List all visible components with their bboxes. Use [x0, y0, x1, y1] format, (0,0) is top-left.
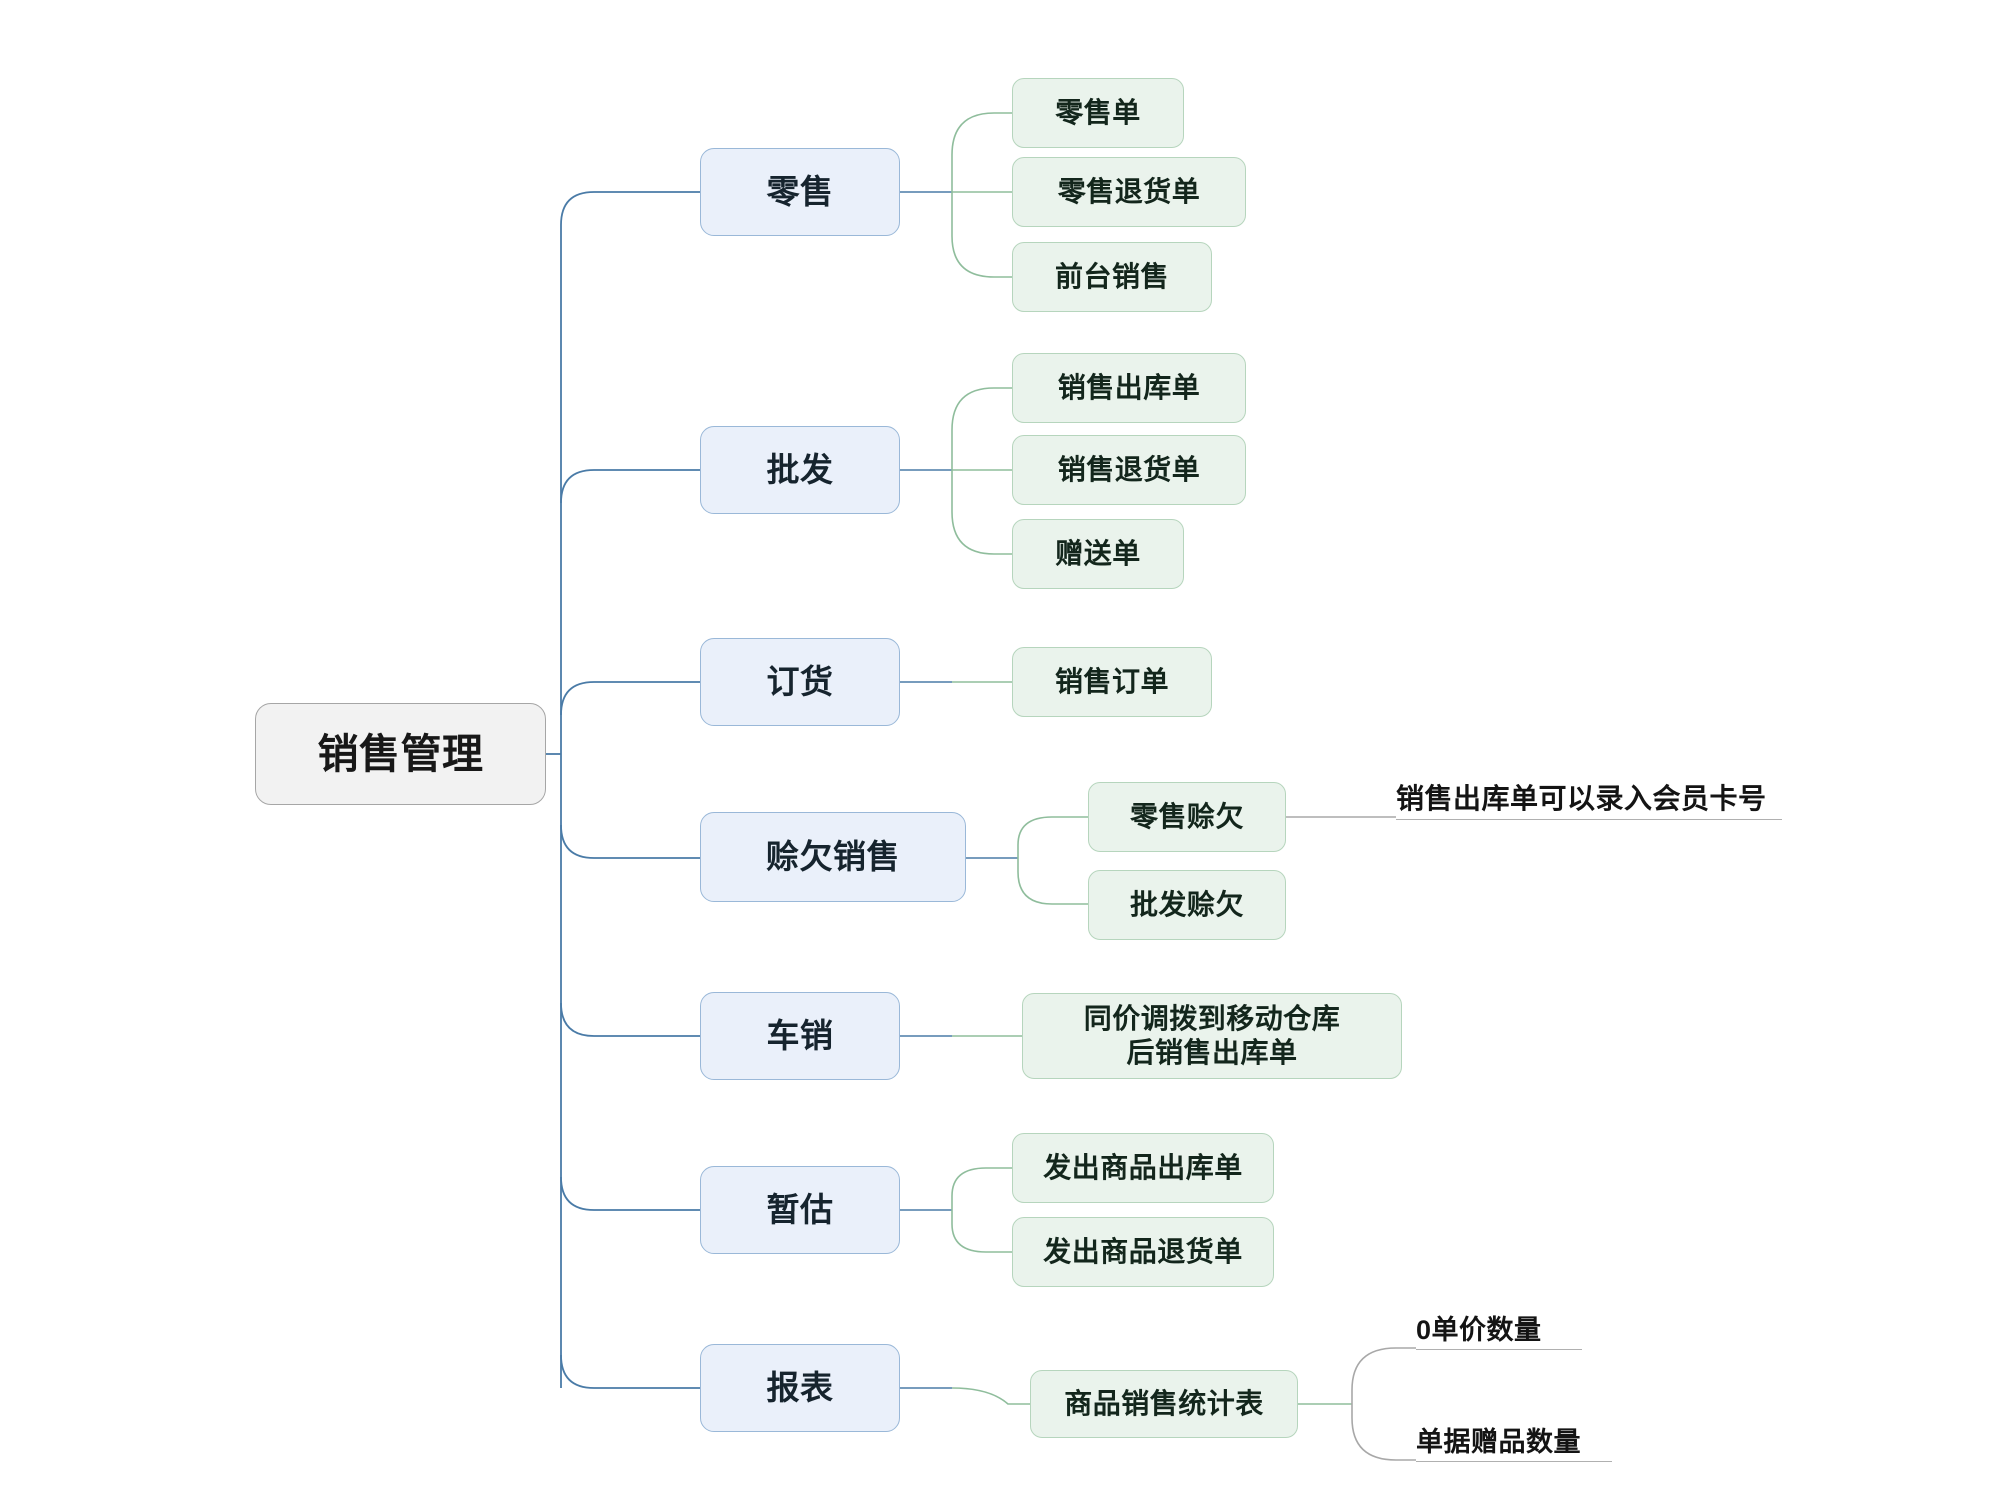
leaf-node-issued-goods-return[interactable]: 发出商品退货单 [1012, 1217, 1274, 1287]
edge-root-to-order [560, 681, 700, 716]
leaf-node-issued-goods-outbound[interactable]: 发出商品出库单 [1012, 1133, 1274, 1203]
edge-report-c1-to-g1 [1351, 1347, 1416, 1404]
edge-root-to-retail [560, 191, 700, 226]
edge-wholesale-to-c3 [951, 470, 1012, 555]
edge-report-c1-to-g2 [1351, 1404, 1416, 1461]
leaf-node-sales-order[interactable]: 销售订单 [1012, 647, 1212, 717]
edge-wholesale-to-c1 [951, 387, 1012, 470]
leaf-node-transfer-then-outbound[interactable]: 同价调拨到移动仓库 后销售出库单 [1022, 993, 1402, 1079]
leaf-node-front-desk-sale[interactable]: 前台销售 [1012, 242, 1212, 312]
edge-accrual-to-c1 [951, 1167, 1012, 1210]
leaf-node-gift-order[interactable]: 赠送单 [1012, 519, 1184, 589]
leaf-node-wholesale-credit[interactable]: 批发赊欠 [1088, 870, 1286, 940]
branch-node-ordering[interactable]: 订货 [700, 638, 900, 726]
leaf-node-sales-outbound[interactable]: 销售出库单 [1012, 353, 1246, 423]
sub-node-zero-price-qty: 0单价数量 [1416, 1310, 1582, 1350]
leaf-node-retail-credit[interactable]: 零售赊欠 [1088, 782, 1286, 852]
annotation-member-card: 销售出库单可以录入会员卡号 [1396, 778, 1782, 820]
branch-node-retail[interactable]: 零售 [700, 148, 900, 236]
edge-credit-to-c1 [1017, 816, 1088, 858]
edge-credit-to-c2 [1017, 858, 1088, 905]
branch-node-credit-sales[interactable]: 赊欠销售 [700, 812, 966, 902]
leaf-node-sales-return[interactable]: 销售退货单 [1012, 435, 1246, 505]
branch-node-van-sales[interactable]: 车销 [700, 992, 900, 1080]
edge-root-to-accrual [560, 1176, 700, 1211]
edge-report-to-c1 [951, 1387, 1030, 1405]
sub-node-doc-gift-qty: 单据赠品数量 [1416, 1422, 1612, 1462]
edge-root-to-vansale [560, 1002, 700, 1037]
edge-retail-to-c3 [951, 192, 1012, 278]
edge-root-to-credit [560, 824, 700, 859]
leaf-node-product-sales-stats[interactable]: 商品销售统计表 [1030, 1370, 1298, 1438]
edge-accrual-to-c2 [951, 1210, 1012, 1253]
branch-node-accrual[interactable]: 暂估 [700, 1166, 900, 1254]
branch-node-wholesale[interactable]: 批发 [700, 426, 900, 514]
edge-retail-to-c1 [951, 112, 1012, 192]
leaf-node-retail-return[interactable]: 零售退货单 [1012, 157, 1246, 227]
edge-root-to-wholesale [560, 469, 700, 504]
root-node[interactable]: 销售管理 [255, 703, 546, 805]
leaf-node-retail-order[interactable]: 零售单 [1012, 78, 1184, 148]
edge-root-to-report [560, 1354, 700, 1389]
branch-node-reports[interactable]: 报表 [700, 1344, 900, 1432]
